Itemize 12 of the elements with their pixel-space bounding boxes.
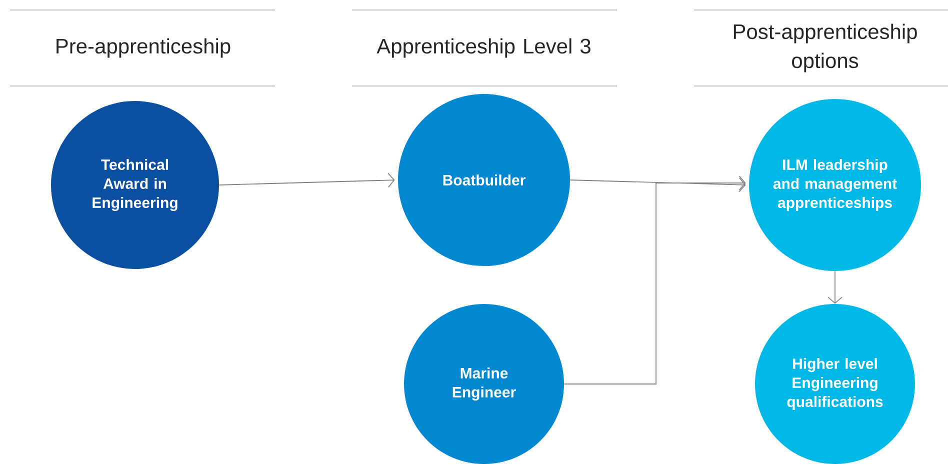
column-heading: Post-apprenticeship options: [734, 24, 917, 72]
arrow: [218, 172, 395, 188]
column-heading: Apprenticeship Level 3: [376, 38, 590, 58]
circle-node: Technical Award in Engineering: [51, 101, 219, 269]
arrow: [570, 177, 746, 192]
circle-node: Marine Engineer: [404, 304, 564, 464]
circle-node: ILM leadership and management apprenticeships: [749, 99, 921, 271]
circle-node: Higher level Engineering qualifications: [755, 304, 915, 464]
column-heading: Pre-apprenticeship: [56, 38, 230, 58]
circle-node: Boatbuilder: [398, 94, 570, 266]
arrow: [564, 176, 746, 384]
arrow: [828, 270, 842, 304]
